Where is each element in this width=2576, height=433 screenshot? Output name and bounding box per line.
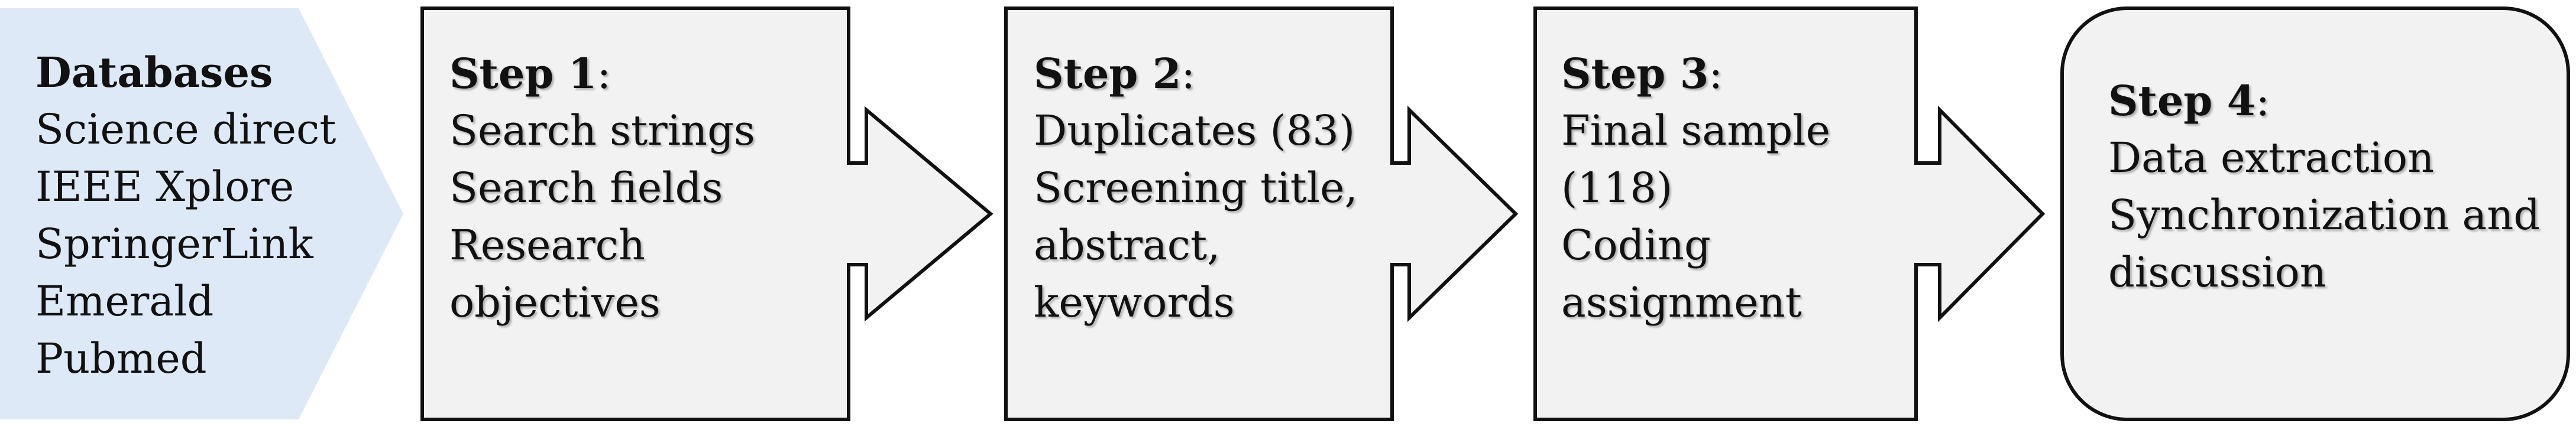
step-3-title: Step 3: [1561, 49, 1709, 98]
step-3-text: Step 3: Final sample (118) Coding assign…: [1561, 45, 1830, 331]
step-2-title: Step 2: [1034, 49, 1182, 98]
step-2-line-3: abstract,: [1034, 221, 1221, 269]
database-item-pubmed: Pubmed: [35, 334, 207, 383]
database-item-emerald: Emerald: [35, 277, 214, 325]
step-4-line-3: discussion: [2108, 248, 2326, 297]
step-3-line-1: Final sample: [1561, 106, 1831, 155]
step-1-line-4: objectives: [449, 278, 661, 327]
step-2-line-1: Duplicates (83): [1034, 106, 1355, 155]
step-3-arrow-shape: [1533, 6, 2046, 421]
step-3-line-4: assignment: [1561, 278, 1802, 327]
step-1-text: Step 1: Search strings Search fields Res…: [449, 45, 755, 331]
step-1-title: Step 1: [449, 49, 597, 98]
step-4-text: Step 4: Data extraction Synchronization …: [2108, 72, 2540, 301]
step-4-title: Step 4: [2108, 76, 2256, 125]
database-item-science-direct: Science direct: [35, 105, 336, 154]
step-4-rounded-box: [2060, 6, 2570, 421]
step-1-line-2: Search fields: [449, 164, 723, 212]
step-2-arrow-shape: [1004, 6, 1519, 421]
databases-chevron: [0, 8, 403, 419]
step-1-line-1: Search strings: [449, 106, 755, 155]
step-1-line-3: Research: [449, 221, 645, 269]
step-2-line-2: Screening title,: [1034, 164, 1358, 212]
step-2-line-4: keywords: [1034, 278, 1235, 327]
step-1-arrow-shape: [420, 6, 993, 421]
step-4-line-1: Data extraction: [2108, 134, 2435, 182]
databases-list: Databases Science direct IEEE Xplore Spr…: [35, 44, 336, 388]
step-2-text: Step 2: Duplicates (83) Screening title,…: [1034, 45, 1358, 331]
database-item-springerlink: SpringerLink: [35, 220, 313, 268]
step-4-line-2: Synchronization and: [2108, 191, 2541, 239]
step-3-line-2: (118): [1561, 164, 1673, 212]
database-item-ieee-xplore: IEEE Xplore: [35, 162, 295, 211]
databases-title: Databases: [35, 48, 273, 97]
step-3-line-3: Coding: [1561, 221, 1711, 269]
